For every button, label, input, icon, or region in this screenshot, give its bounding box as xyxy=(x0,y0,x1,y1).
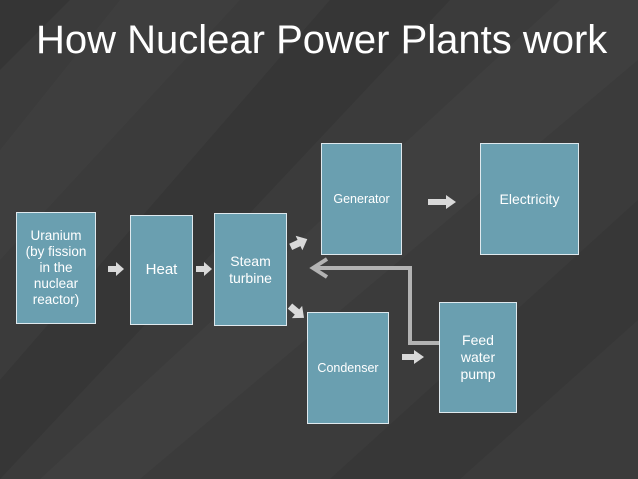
uranium-label: Uranium (by fission in the nuclear react… xyxy=(25,227,87,308)
arrow-generator-to-electricity-icon xyxy=(428,195,456,209)
generator-box: Generator xyxy=(321,143,402,255)
electricity-box: Electricity xyxy=(480,143,579,255)
electricity-label: Electricity xyxy=(499,190,560,207)
arrow-heat-to-turbine-icon xyxy=(196,262,212,276)
arrow-turbine-to-generator-icon xyxy=(289,235,308,251)
feed-water-pump-box: Feed water pump xyxy=(439,302,517,413)
arrow-turbine-to-condenser-icon xyxy=(287,303,305,319)
condenser-label: Condenser xyxy=(317,360,379,375)
feed-water-pump-label: Feed water pump xyxy=(460,332,496,382)
steam-turbine-label: Steam turbine xyxy=(229,252,272,286)
heat-label: Heat xyxy=(145,261,178,278)
uranium-box: Uranium (by fission in the nuclear react… xyxy=(16,212,96,324)
condenser-box: Condenser xyxy=(307,312,389,424)
arrow-condenser-to-pump-icon xyxy=(402,350,424,364)
arrow-uranium-to-heat-icon xyxy=(108,262,124,276)
generator-label: Generator xyxy=(333,191,390,206)
steam-turbine-box: Steam turbine xyxy=(214,213,287,326)
slide-title: How Nuclear Power Plants work xyxy=(36,18,608,62)
heat-box: Heat xyxy=(130,215,193,325)
